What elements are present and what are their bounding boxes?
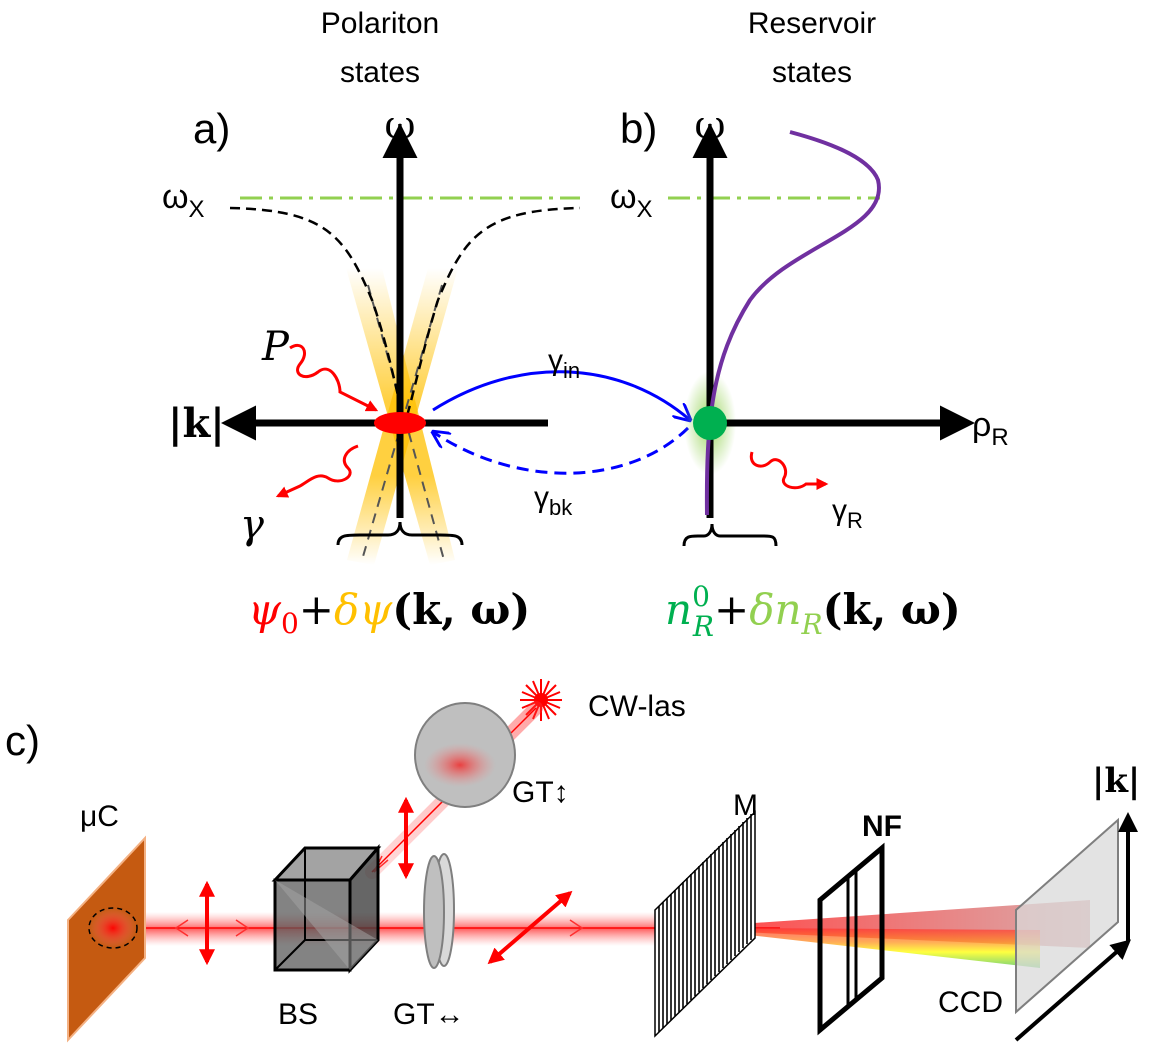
spectrum-fan-band — [740, 928, 1040, 968]
ccd-k-label: |k| — [1092, 761, 1140, 801]
gamma-label: γ — [240, 502, 264, 548]
ccd-screen — [1015, 817, 1119, 1015]
laser-icon — [520, 679, 562, 721]
gamma-in-label: γin — [548, 344, 580, 383]
reservoir-density-curve — [704, 130, 881, 516]
transitions: γin γbk — [433, 344, 690, 520]
panel-c: c) CW-las GT↕ — [5, 679, 1140, 1043]
gamma-bk-arrow — [433, 426, 690, 475]
panel-a-header-line2: states — [340, 56, 420, 89]
pump-label: P — [261, 324, 290, 370]
ccd-label: CCD — [938, 986, 1003, 1019]
grating-mirror — [654, 810, 756, 1038]
omega-axis-label-b: ω — [695, 103, 726, 147]
beam-chevron-3 — [569, 919, 584, 937]
microcavity-spot — [89, 908, 137, 948]
rho-axis-label: ρR — [972, 406, 1009, 451]
loss-arrow — [275, 444, 359, 498]
beamsplitter-label: BS — [278, 998, 318, 1031]
brace-a — [336, 521, 464, 546]
laser-label: CW-las — [588, 690, 686, 723]
formula-a: ψ0+δψ(k, ω) — [248, 585, 530, 640]
gt-vertical-spot — [424, 743, 496, 787]
omega-x-label-a: ωX — [162, 178, 205, 223]
omega-x-label-b: ωX — [610, 178, 653, 223]
reservoir-loss-arrow — [749, 451, 829, 490]
panel-a: Polariton states a) ωX ω |k| P γ ψ0+ — [162, 7, 581, 640]
omega-axis-label-a: ω — [385, 103, 416, 147]
polarization-diagonal-arrow — [487, 890, 573, 965]
gt-vertical-label: GT↕ — [512, 776, 569, 809]
gamma-bk-label: γbk — [534, 481, 573, 520]
brace-b — [682, 523, 778, 547]
microcavity-label: μC — [80, 800, 119, 833]
k-axis-label-a: |k| — [168, 400, 225, 447]
mirror-label: M — [733, 789, 758, 822]
notch-filter-label: NF — [862, 810, 902, 843]
gamma-in-arrow — [432, 370, 690, 420]
panel-b-header-line1: Reservoir — [748, 7, 876, 40]
panel-a-header-line1: Polariton — [321, 7, 439, 40]
main-beam-glow — [140, 912, 660, 946]
pump-arrow — [289, 343, 379, 412]
ccd-diagonal-axis — [1014, 939, 1132, 1042]
reservoir-dot — [693, 406, 727, 440]
beamsplitter-cube — [271, 844, 382, 974]
panel-b-label: b) — [620, 105, 657, 152]
gamma-r-label: γR — [832, 494, 863, 533]
glan-thompson-horizontal — [423, 853, 455, 969]
condensate-dot — [374, 412, 426, 434]
notch-filter — [817, 842, 885, 1036]
panel-b-header-line2: states — [772, 56, 852, 89]
gt-horizontal-label: GT↔ — [393, 998, 465, 1031]
panel-c-label: c) — [5, 717, 40, 764]
beam-chevron-2 — [235, 919, 250, 937]
beam-chevron-1 — [174, 919, 189, 937]
panel-a-label: a) — [193, 105, 230, 152]
microcavity-spot-outline — [88, 907, 138, 949]
